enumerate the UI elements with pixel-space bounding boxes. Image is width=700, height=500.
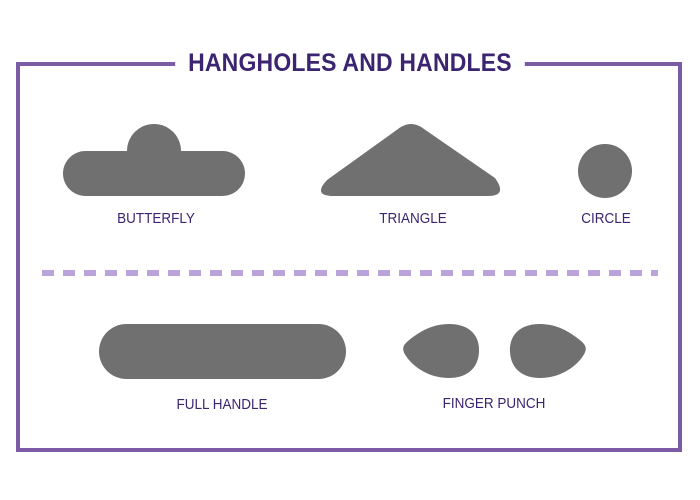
butterfly-shape: [63, 124, 245, 196]
triangle-shape: [320, 124, 501, 196]
triangle-label: TRIANGLE: [379, 210, 447, 227]
finger-punch-left-shape: [403, 324, 480, 378]
circle-shape: [578, 144, 632, 198]
finger-punch-right-shape: [509, 324, 586, 378]
full-handle-shape: [99, 324, 346, 379]
butterfly-label: BUTTERFLY: [117, 210, 195, 227]
circle-label: CIRCLE: [581, 210, 631, 227]
full-handle-label: FULL HANDLE: [176, 396, 268, 413]
finger-punch-label: FINGER PUNCH: [442, 395, 546, 412]
dashed-divider: [42, 270, 658, 276]
